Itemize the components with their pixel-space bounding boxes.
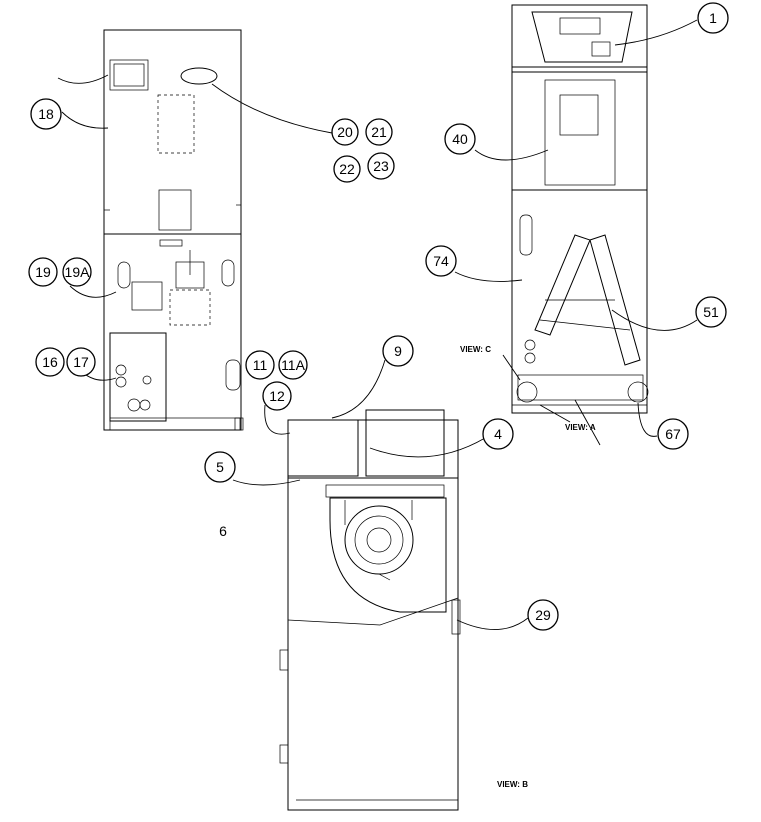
leader-lines [57, 19, 698, 630]
callout-12: 12 [262, 381, 292, 411]
callout-19a-label: 19A [65, 264, 91, 280]
callout-19a: 19A [62, 257, 92, 287]
callout-11a-label: 11A [281, 357, 306, 373]
callout-21: 21 [365, 118, 393, 146]
callout-9-label: 9 [394, 343, 402, 359]
callout-29-label: 29 [535, 607, 551, 623]
callout-17-label: 17 [73, 354, 89, 370]
callout-23: 23 [367, 152, 395, 180]
view-b-label: VIEW: B [497, 780, 528, 789]
callout-4-label: 4 [494, 426, 502, 442]
callout-1: 1 [697, 2, 729, 34]
callout-18-label: 18 [38, 106, 54, 122]
callout-18: 18 [30, 98, 62, 130]
callout-16-label: 16 [42, 354, 58, 370]
callout-19: 19 [28, 257, 58, 287]
callout-20: 20 [331, 118, 359, 146]
callout-16: 16 [35, 347, 65, 377]
callout-4: 4 [482, 418, 514, 450]
callout-40: 40 [444, 123, 476, 155]
callout-5: 5 [204, 451, 236, 483]
callout-22: 22 [333, 155, 361, 183]
callout-5-label: 5 [216, 459, 224, 475]
blower-cabinet [279, 409, 461, 811]
callout-74: 74 [425, 245, 457, 277]
callout-74-label: 74 [433, 253, 449, 269]
callout-9: 9 [382, 335, 414, 367]
callout-29: 29 [527, 599, 559, 631]
callout-67-label: 67 [665, 426, 681, 442]
callout-22-label: 22 [339, 161, 355, 177]
callout-11-label: 11 [253, 357, 268, 373]
callout-6-label: 6 [219, 523, 227, 539]
callout-23-label: 23 [373, 158, 389, 174]
right-cabinet [511, 4, 649, 414]
callout-40-label: 40 [452, 131, 468, 147]
callout-6: 6 [219, 523, 227, 539]
view-c-label: VIEW: C [460, 345, 491, 354]
callout-17: 17 [66, 347, 96, 377]
callout-11a: 11A [278, 350, 308, 380]
callout-11: 11 [245, 350, 275, 380]
callout-12-label: 12 [269, 388, 285, 404]
callout-20-label: 20 [337, 124, 353, 140]
callout-67: 67 [657, 418, 689, 450]
callout-21-label: 21 [371, 124, 387, 140]
callout-51: 51 [695, 296, 727, 328]
callout-1-label: 1 [709, 10, 717, 26]
callout-51-label: 51 [703, 304, 719, 320]
callout-19-label: 19 [35, 264, 51, 280]
view-a-label: VIEW: A [565, 423, 596, 432]
left-cabinet [103, 29, 244, 431]
